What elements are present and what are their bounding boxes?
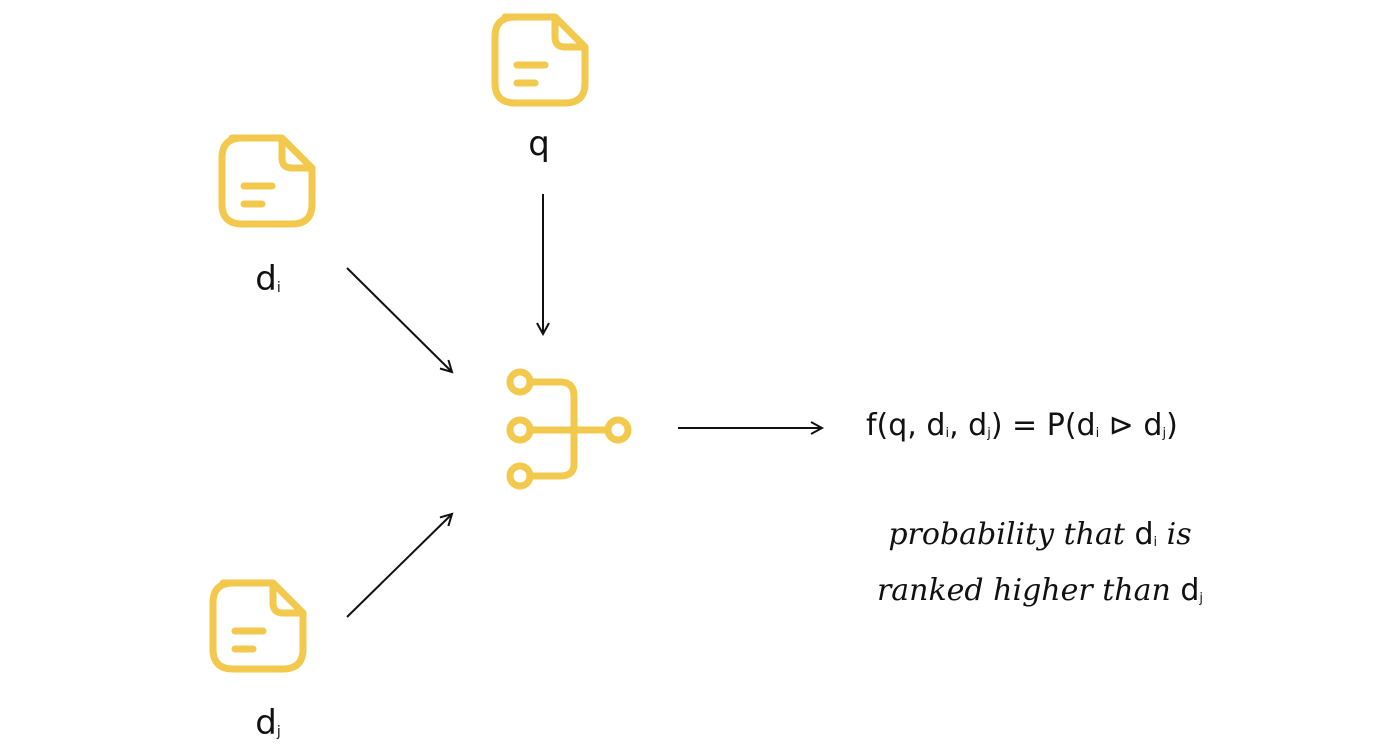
merge-model-icon xyxy=(498,360,638,500)
document-i-label: di xyxy=(228,262,308,296)
arrow-doc-i-to-model xyxy=(346,267,452,372)
caption-text: ranked higher than xyxy=(876,573,1181,608)
formula-sub: i xyxy=(945,426,950,441)
arrow-doc-j-to-model xyxy=(346,514,452,618)
query-document-icon xyxy=(487,5,597,115)
caption-text: probability that xyxy=(888,517,1135,552)
document-i-label-main: d xyxy=(255,259,277,299)
caption-line-2: ranked higher than dj xyxy=(860,566,1220,622)
caption-line-1: probability that di is xyxy=(860,510,1220,566)
document-i-icon xyxy=(214,126,324,236)
caption-sub: i xyxy=(1153,535,1158,550)
formula-part: ) xyxy=(1166,408,1178,443)
document-i-label-sub: i xyxy=(276,280,281,296)
formula-part: ) = P(d xyxy=(990,408,1096,443)
formula-sub: i xyxy=(1095,426,1100,441)
caption-var: d xyxy=(1134,517,1154,552)
document-j-label-main: d xyxy=(255,703,277,743)
ranking-formula: f(q, di, dj) = P(di ⊳ dj) xyxy=(866,411,1178,441)
formula-caption: probability that di is ranked higher tha… xyxy=(860,510,1220,622)
formula-sub: j xyxy=(987,426,991,441)
caption-text: is xyxy=(1157,517,1192,552)
caption-var: d xyxy=(1180,573,1200,608)
document-j-label: dj xyxy=(228,706,308,740)
formula-sub: j xyxy=(1162,426,1167,441)
caption-sub: j xyxy=(1199,591,1204,606)
formula-part: ⊳ d xyxy=(1099,408,1163,443)
document-j-label-sub: j xyxy=(276,724,281,740)
formula-part: f(q, d xyxy=(866,408,946,443)
document-j-icon xyxy=(205,571,315,681)
query-label: q xyxy=(528,124,550,164)
formula-part: , d xyxy=(949,408,988,443)
